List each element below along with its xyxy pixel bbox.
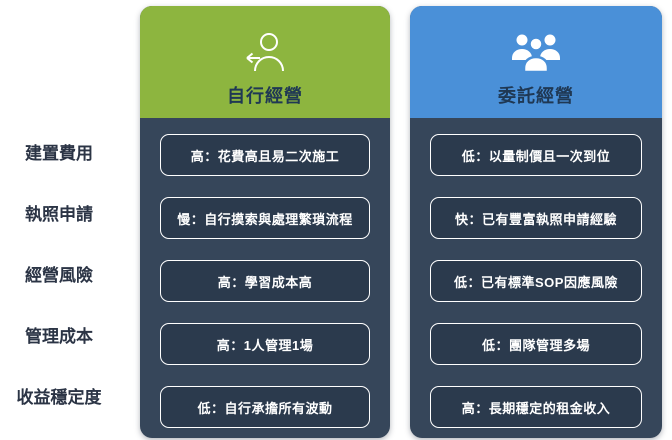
row-label-operating-risk: 經營風險	[25, 266, 93, 285]
column-title-entrust: 委託經營	[498, 86, 574, 106]
row-label-license: 執照申請	[25, 205, 93, 224]
cell-entrust-income-stability: 高：長期穩定的租金收入	[430, 386, 642, 428]
column-entrust-body: 低：以量制價且一次到位 快：已有豐富執照申請經驗 低：已有標準SOP因應風險 低…	[410, 118, 662, 428]
person-arrow-icon	[242, 30, 288, 74]
cell-self-operating-risk: 高：學習成本高	[160, 260, 370, 302]
cell-entrust-operating-risk: 低：已有標準SOP因應風險	[430, 260, 642, 302]
cell-entrust-mgmt-cost: 低：團隊管理多場	[430, 323, 642, 365]
cell-entrust-setup-cost: 低：以量制價且一次到位	[430, 134, 642, 176]
row-label-mgmt-cost: 管理成本	[25, 327, 93, 346]
cell-self-income-stability: 低：自行承擔所有波動	[160, 386, 370, 428]
column-self-header: 自行經營	[140, 6, 390, 118]
cell-self-setup-cost: 高：花費高且易二次施工	[160, 134, 370, 176]
column-self-body: 高：花費高且易二次施工 慢：自行摸索與處理繁瑣流程 高：學習成本高 高：1人管理…	[140, 118, 390, 428]
row-label-income-stability: 收益穩定度	[16, 388, 102, 407]
column-title-self: 自行經營	[227, 86, 303, 106]
cell-self-license: 慢：自行摸索與處理繁瑣流程	[160, 197, 370, 239]
column-entrust-header: 委託經營	[410, 6, 662, 118]
group-people-icon	[511, 30, 561, 74]
row-label-setup-cost: 建置費用	[25, 144, 93, 163]
column-self-operation: 自行經營 高：花費高且易二次施工 慢：自行摸索與處理繁瑣流程 高：學習成本高 高…	[140, 6, 390, 438]
cell-entrust-license: 快：已有豐富執照申請經驗	[430, 197, 642, 239]
column-entrusted-operation: 委託經營 低：以量制價且一次到位 快：已有豐富執照申請經驗 低：已有標準SOP因…	[410, 6, 662, 438]
cell-self-mgmt-cost: 高：1人管理1場	[160, 323, 370, 365]
